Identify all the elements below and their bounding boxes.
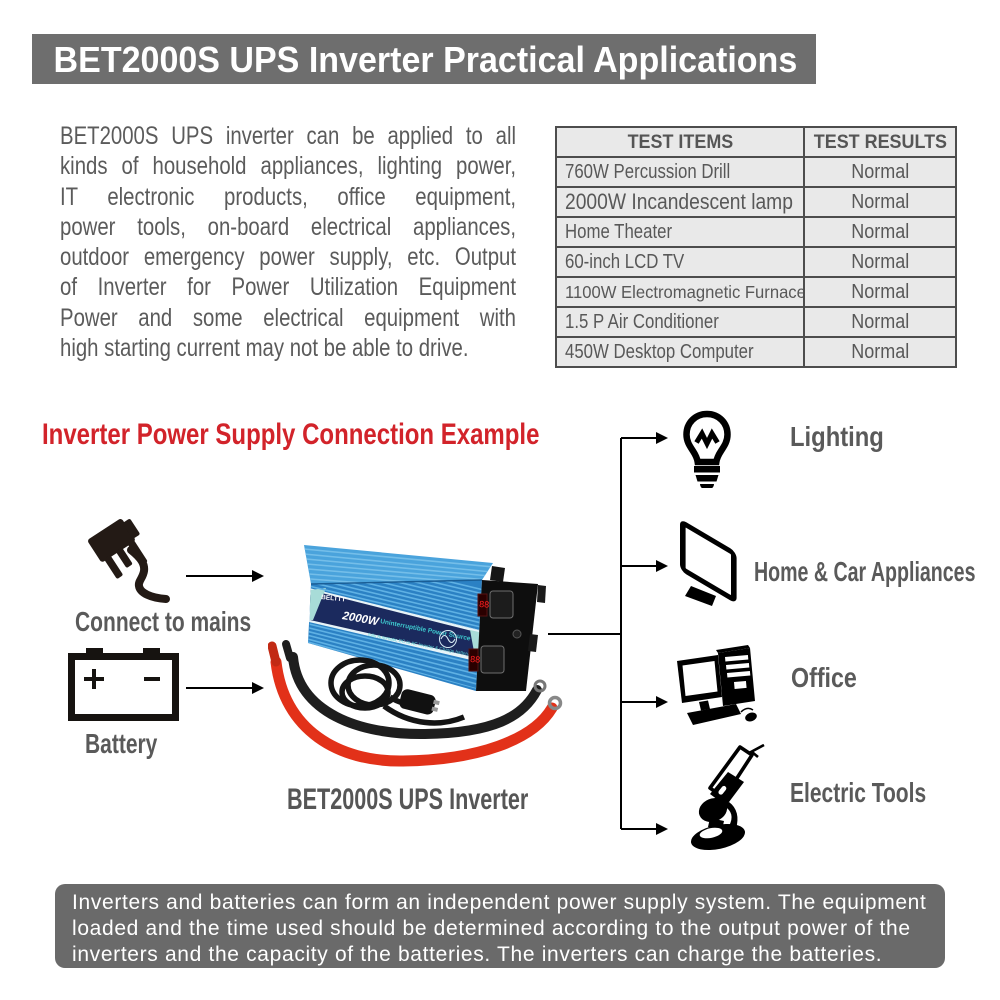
svg-text:88: 88: [479, 599, 490, 610]
svg-text:88: 88: [470, 654, 481, 665]
svg-text:BELTTT: BELTTT: [321, 594, 346, 604]
